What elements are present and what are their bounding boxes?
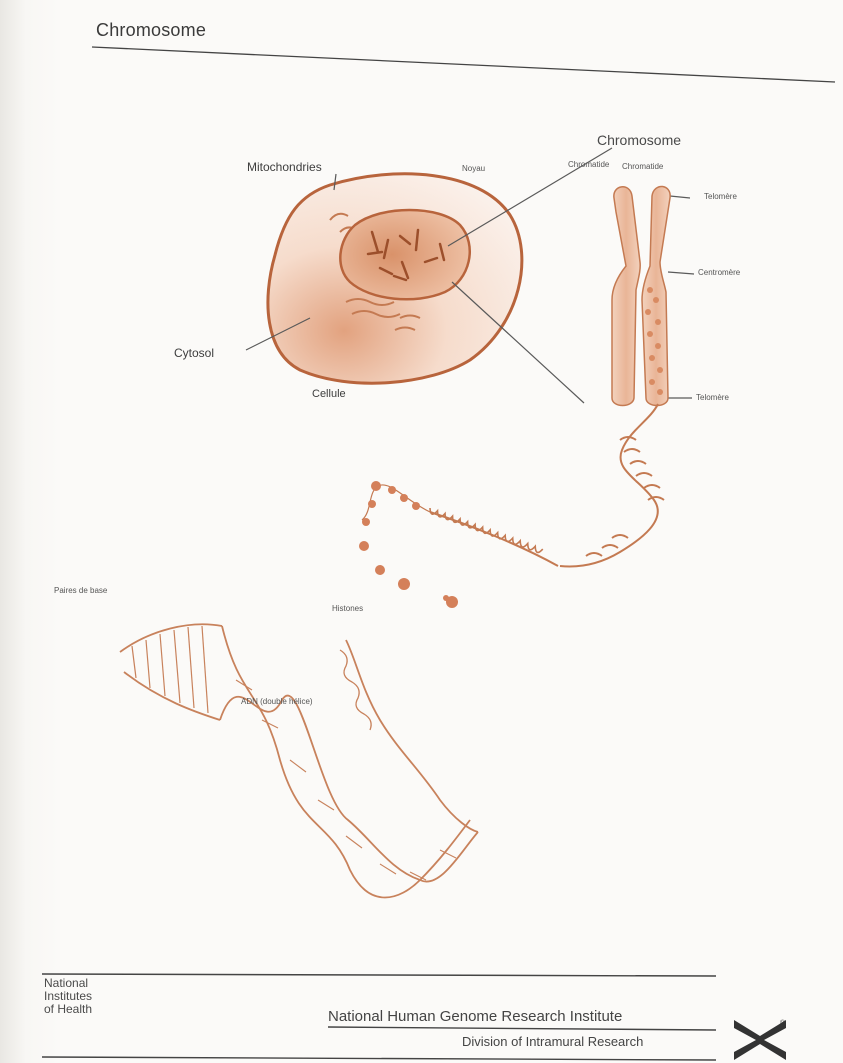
label-telomere-bottom: Telomère — [696, 393, 729, 402]
footer-org: National Human Genome Research Institute — [328, 1008, 622, 1025]
chromosome-x — [612, 186, 670, 405]
nhgri-logo: ® — [730, 1016, 792, 1062]
label-cellule: Cellule — [312, 388, 346, 400]
label-mitochondries: Mitochondries — [247, 160, 322, 174]
label-chromosome: Chromosome — [597, 132, 681, 148]
label-chromatide-left: Chromatide — [568, 160, 609, 169]
label-centromere: Centromère — [698, 268, 740, 277]
svg-text:®: ® — [780, 1019, 786, 1027]
label-chromatide-right: Chromatide — [622, 162, 663, 171]
nih-line-3: of Health — [44, 1003, 92, 1016]
chromatin-fiber — [362, 404, 664, 566]
label-noyau: Noyau — [462, 164, 485, 173]
nih-name: National Institutes of Health — [44, 977, 92, 1016]
dna-double-helix — [120, 624, 478, 897]
label-cytosol: Cytosol — [174, 346, 214, 360]
label-adn: ADN (double hélice) — [241, 697, 313, 706]
footer-division: Division of Intramural Research — [462, 1034, 643, 1049]
label-paires-de-base: Paires de base — [54, 586, 107, 595]
nucleosome-beads — [359, 481, 458, 608]
label-telomere-top: Telomère — [704, 192, 737, 201]
cell — [268, 174, 522, 383]
label-histones: Histones — [332, 604, 363, 613]
